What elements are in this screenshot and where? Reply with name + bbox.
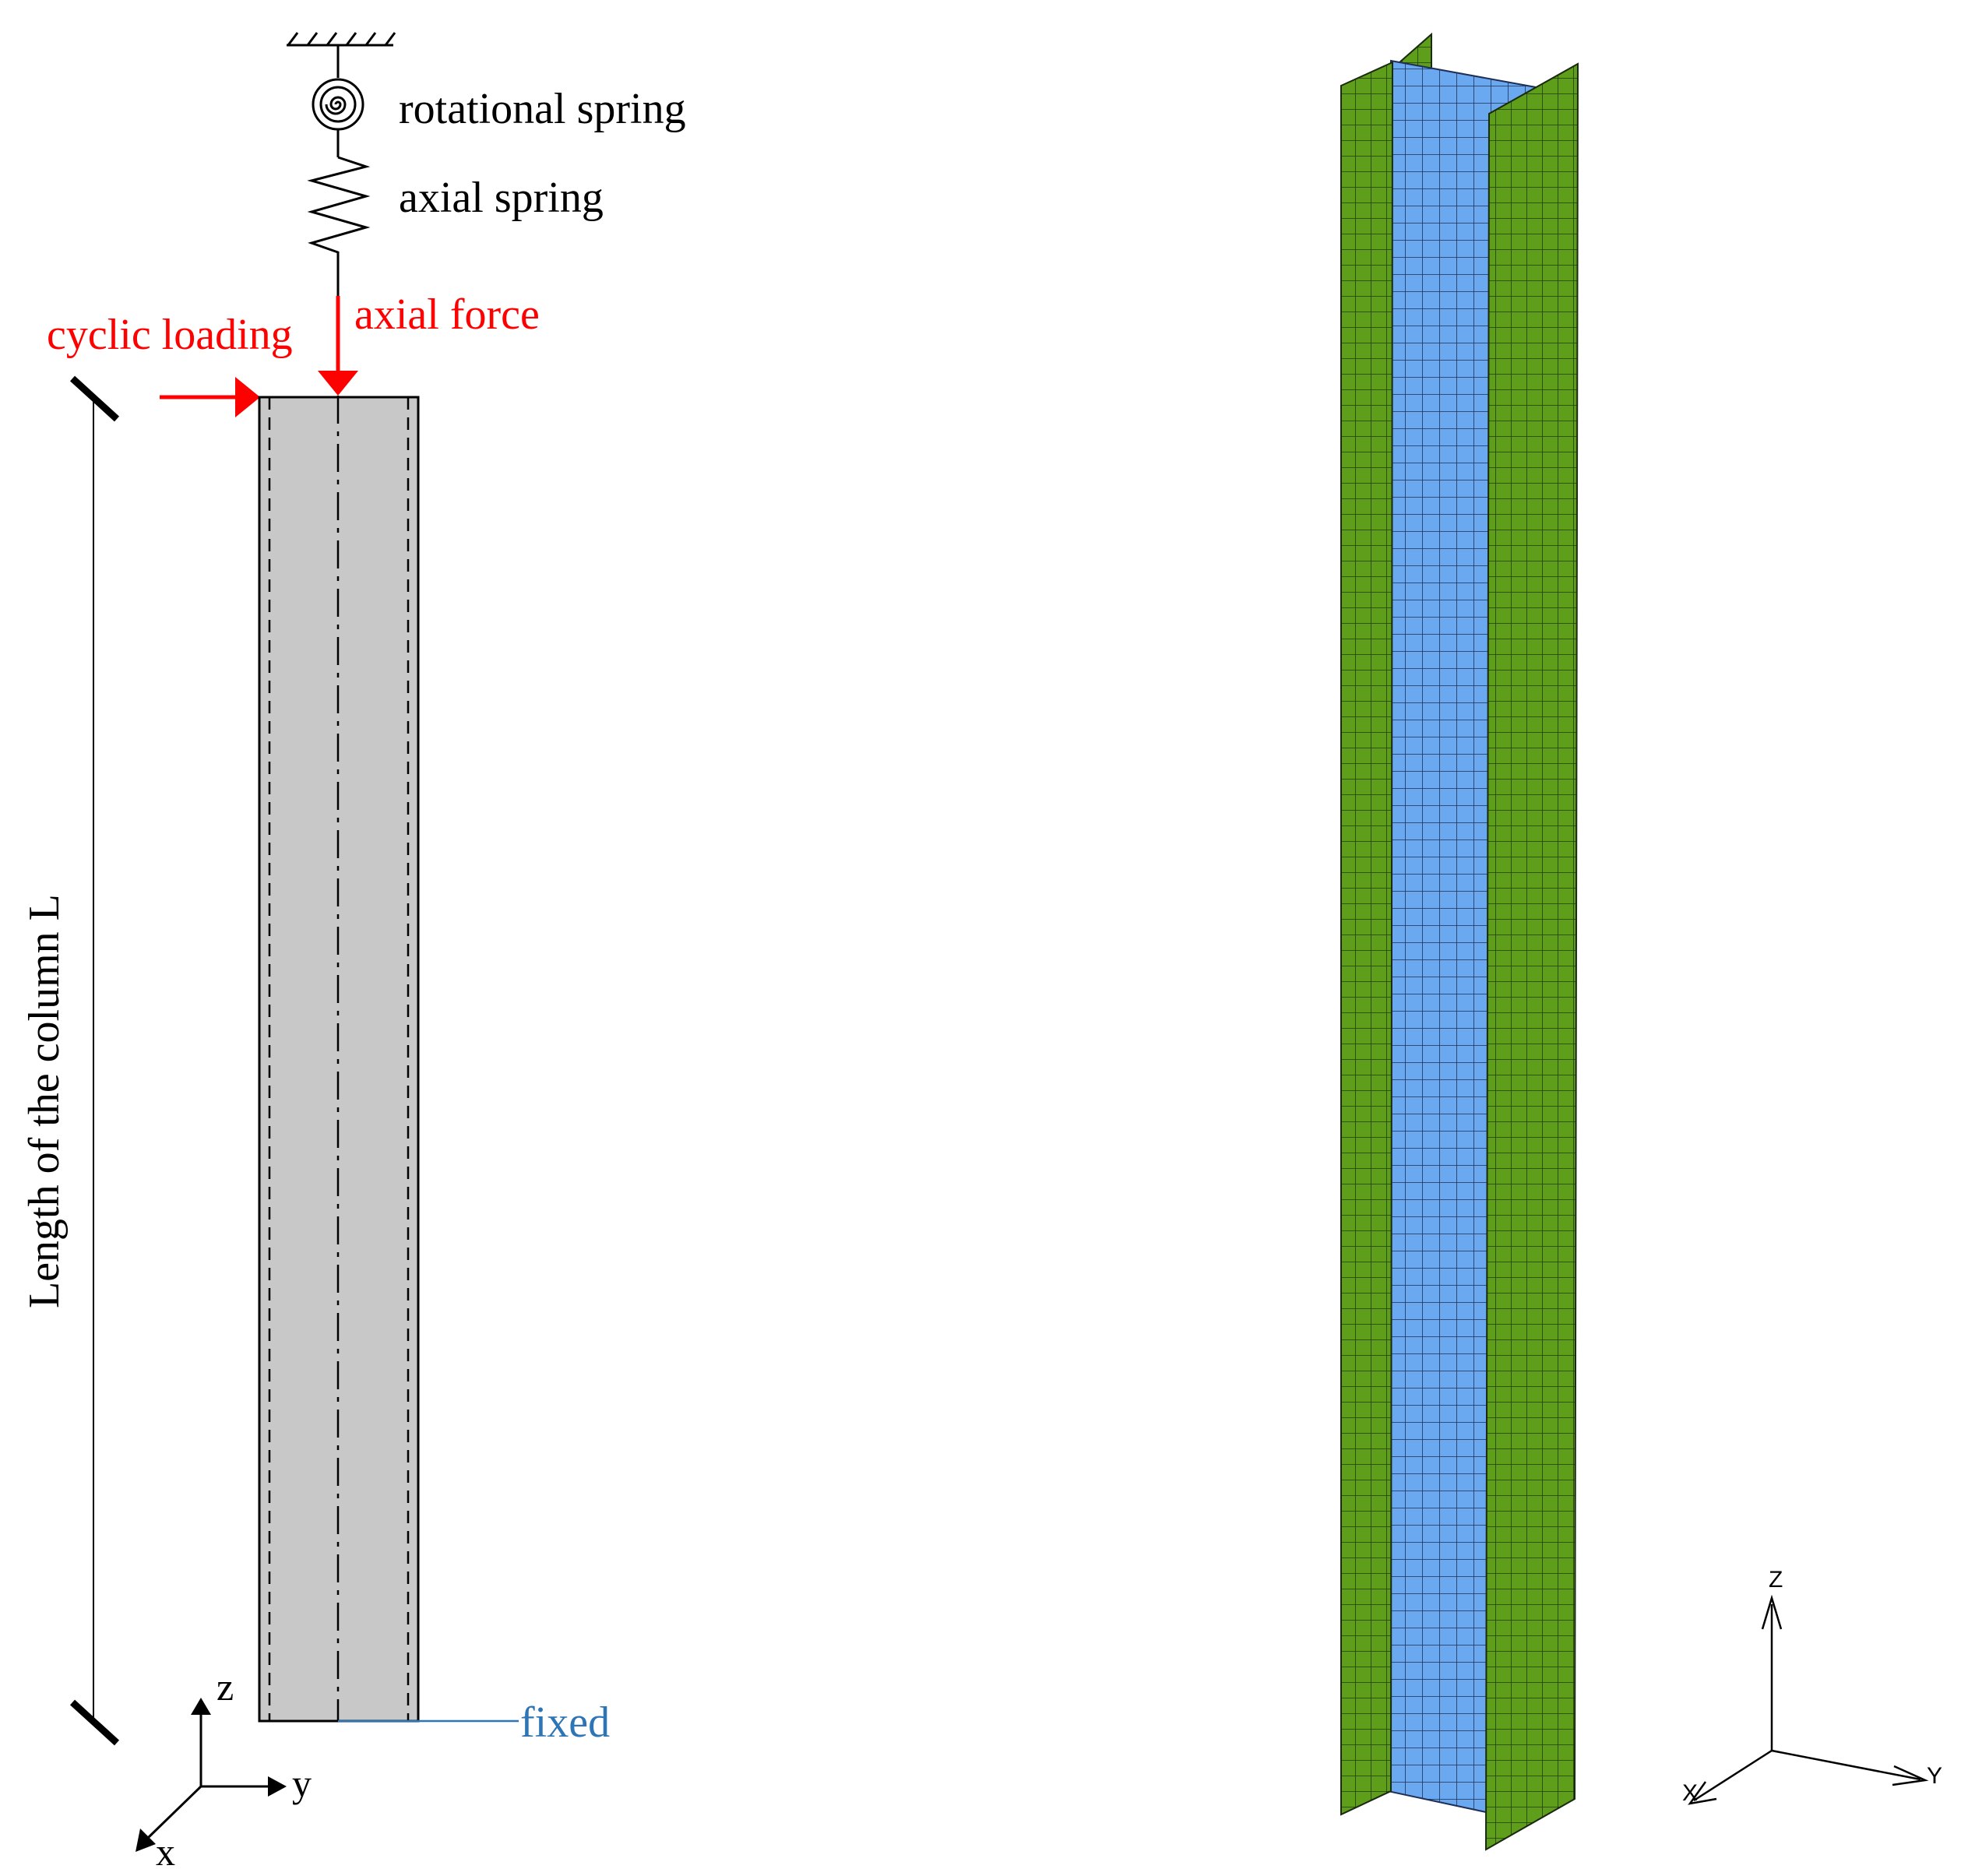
axial-spring-icon: [307, 156, 371, 296]
global-axes-icon: [1688, 1594, 1929, 1805]
axial-spring-label: axial spring: [399, 174, 604, 222]
axis-y-label: y: [292, 1762, 312, 1805]
axis-z-label: z: [217, 1665, 234, 1709]
axial-force-label: axial force: [354, 290, 540, 339]
left-flange-mesh: [1340, 61, 1394, 1816]
left-diagram: rotational spring axial spring axial for…: [20, 32, 686, 1874]
fixed-support-icon: [287, 32, 396, 78]
global-axis-x-label: X: [1682, 1780, 1698, 1806]
rotational-spring-icon: [312, 78, 364, 157]
coordinate-axes-icon: [136, 1698, 287, 1852]
right-flange-mesh: [1484, 62, 1579, 1851]
column: [258, 396, 420, 1723]
length-dimension-line: [69, 375, 120, 1746]
global-axis-z-label: Z: [1769, 1567, 1783, 1593]
global-axis-y-label: Y: [1927, 1763, 1942, 1789]
cyclic-loading-arrow: [160, 377, 260, 417]
length-label: Length of the column L: [20, 894, 69, 1308]
cyclic-loading-label: cyclic loading: [47, 311, 293, 359]
rotational-spring-label: rotational spring: [399, 85, 686, 133]
axial-force-arrow: [318, 296, 358, 396]
axis-x-label: x: [156, 1830, 175, 1874]
fixed-label: fixed: [520, 1698, 610, 1747]
right-diagram: Z Y X: [1340, 32, 1942, 1851]
